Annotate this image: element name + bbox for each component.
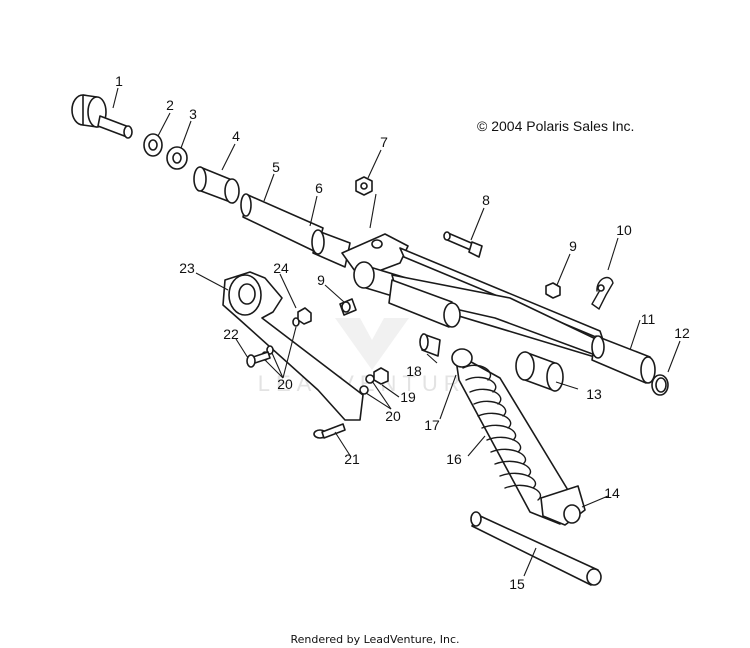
callout-6: 6: [315, 180, 323, 196]
callout-20-right: 20: [385, 408, 401, 424]
part-16-shock-spring: [451, 348, 578, 525]
part-3-washer: [166, 146, 188, 170]
part-21-bolt: [313, 423, 346, 439]
callout-24: 24: [273, 260, 289, 276]
callout-2: 2: [166, 97, 174, 113]
callout-19: 19: [400, 389, 416, 405]
part-5-6-shaft: [240, 193, 351, 268]
callout-15: 15: [509, 576, 525, 592]
callouts: 1 2 3 4 5 6 7 8 9 10 11 12 13 14 15 16 1…: [115, 73, 690, 592]
callout-17: 17: [424, 417, 440, 433]
part-24-nut: [297, 307, 312, 325]
callout-10: 10: [616, 222, 632, 238]
leader-lines: [112, 87, 681, 577]
callout-4: 4: [232, 128, 240, 144]
callout-7: 7: [380, 134, 388, 150]
part-20-washers-right: [359, 374, 375, 395]
callout-8: 8: [482, 192, 490, 208]
part-12-ring: [651, 374, 669, 396]
part-2-washer: [143, 133, 163, 157]
callout-5: 5: [272, 159, 280, 175]
swing-arm: [341, 233, 656, 384]
callout-3: 3: [189, 106, 197, 122]
callout-18: 18: [406, 363, 422, 379]
part-8-bolt: [443, 231, 483, 258]
callout-1: 1: [115, 73, 123, 89]
callout-23: 23: [179, 260, 195, 276]
part-23-arm-plate: [222, 271, 364, 421]
part-13-bushing: [515, 351, 564, 392]
footer-text: Rendered by LeadVenture, Inc.: [290, 633, 459, 646]
callout-20-left: 20: [277, 376, 293, 392]
part-14-lower-mount: [540, 485, 586, 526]
callout-14: 14: [604, 485, 620, 501]
callout-12: 12: [674, 325, 690, 341]
callout-21: 21: [344, 451, 360, 467]
part-22-bolt: [246, 351, 271, 368]
part-18-bushing: [419, 333, 441, 357]
part-9-nut-left: [339, 298, 357, 316]
part-19-nut: [373, 367, 389, 385]
copyright-text: © 2004 Polaris Sales Inc.: [477, 118, 634, 134]
part-7-nut: [355, 176, 373, 196]
callout-11: 11: [641, 311, 656, 327]
callout-22: 22: [223, 326, 239, 342]
part-1-bolt: [71, 94, 133, 139]
part-9-nut-right: [545, 282, 561, 299]
part-4-bushing: [193, 166, 240, 204]
part-10-clip: [591, 276, 614, 311]
callout-13: 13: [586, 386, 602, 402]
callout-9-left: 9: [317, 272, 325, 288]
callout-9-right: 9: [569, 238, 577, 254]
callout-16: 16: [446, 451, 462, 467]
